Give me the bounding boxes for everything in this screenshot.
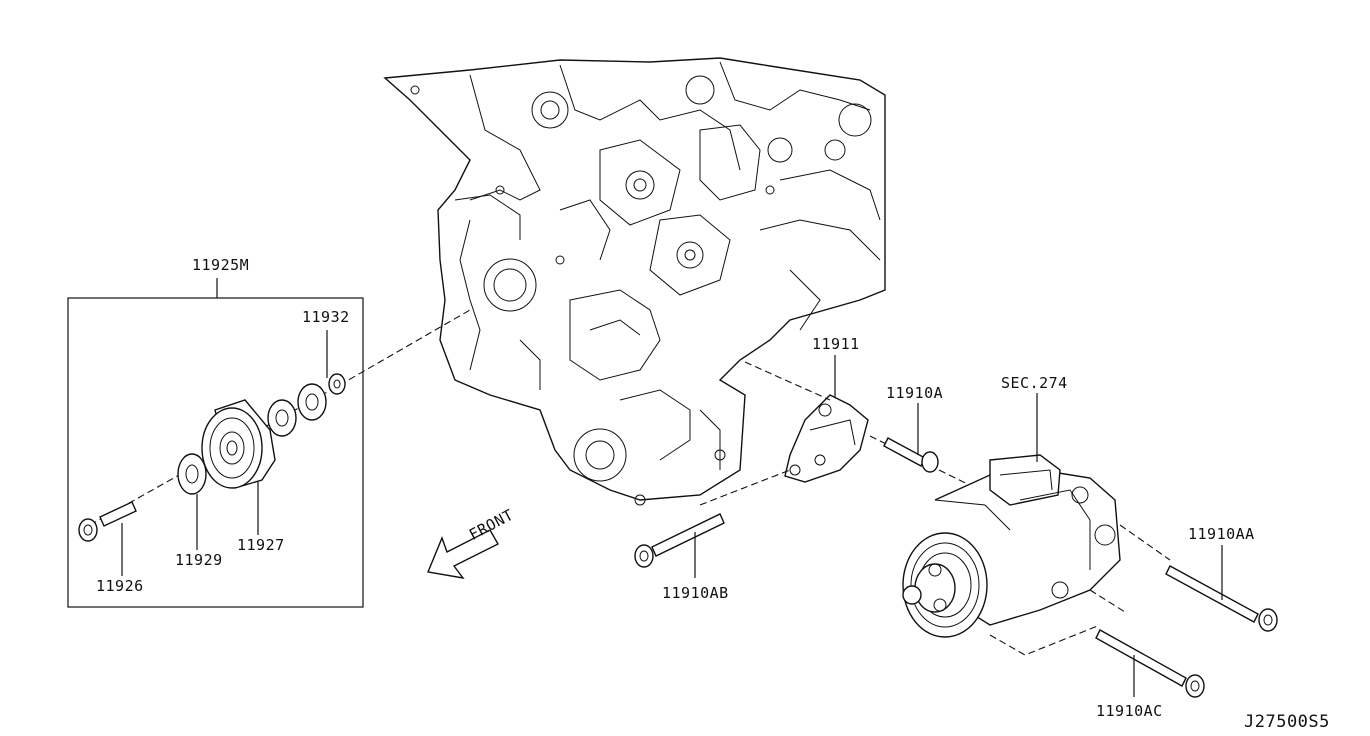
label-11926: 11926	[96, 577, 144, 595]
assembly-box	[67, 297, 364, 608]
part-11927-idler-pulley	[201, 399, 276, 489]
part-11929-plate	[177, 453, 207, 495]
front-arrow-icon	[427, 529, 499, 579]
label-sec274: SEC.274	[1001, 374, 1068, 392]
part-11910AA-bolt	[1165, 565, 1278, 632]
label-11910AA: 11910AA	[1188, 525, 1255, 543]
part-11926-bolt	[78, 501, 137, 542]
label-11911: 11911	[812, 335, 860, 353]
compressor-sec274	[902, 454, 1121, 638]
spacer-ring-icon	[267, 383, 327, 437]
diagram-id: J27500S5	[1244, 712, 1330, 732]
label-11910A: 11910A	[886, 384, 944, 402]
part-11932-washer	[328, 373, 346, 395]
label-11910AC: 11910AC	[1096, 702, 1163, 720]
label-11929: 11929	[175, 551, 223, 569]
part-11911-bracket	[784, 394, 869, 483]
label-11910AB: 11910AB	[662, 584, 729, 602]
part-11910AB-bolt	[634, 513, 725, 568]
label-11932: 11932	[302, 308, 350, 326]
part-11910AC-bolt	[1095, 629, 1205, 698]
label-11927: 11927	[237, 536, 285, 554]
part-11910A-bolt	[883, 437, 939, 473]
engine-block-illustration	[383, 57, 886, 506]
label-11925M: 11925M	[192, 256, 250, 274]
